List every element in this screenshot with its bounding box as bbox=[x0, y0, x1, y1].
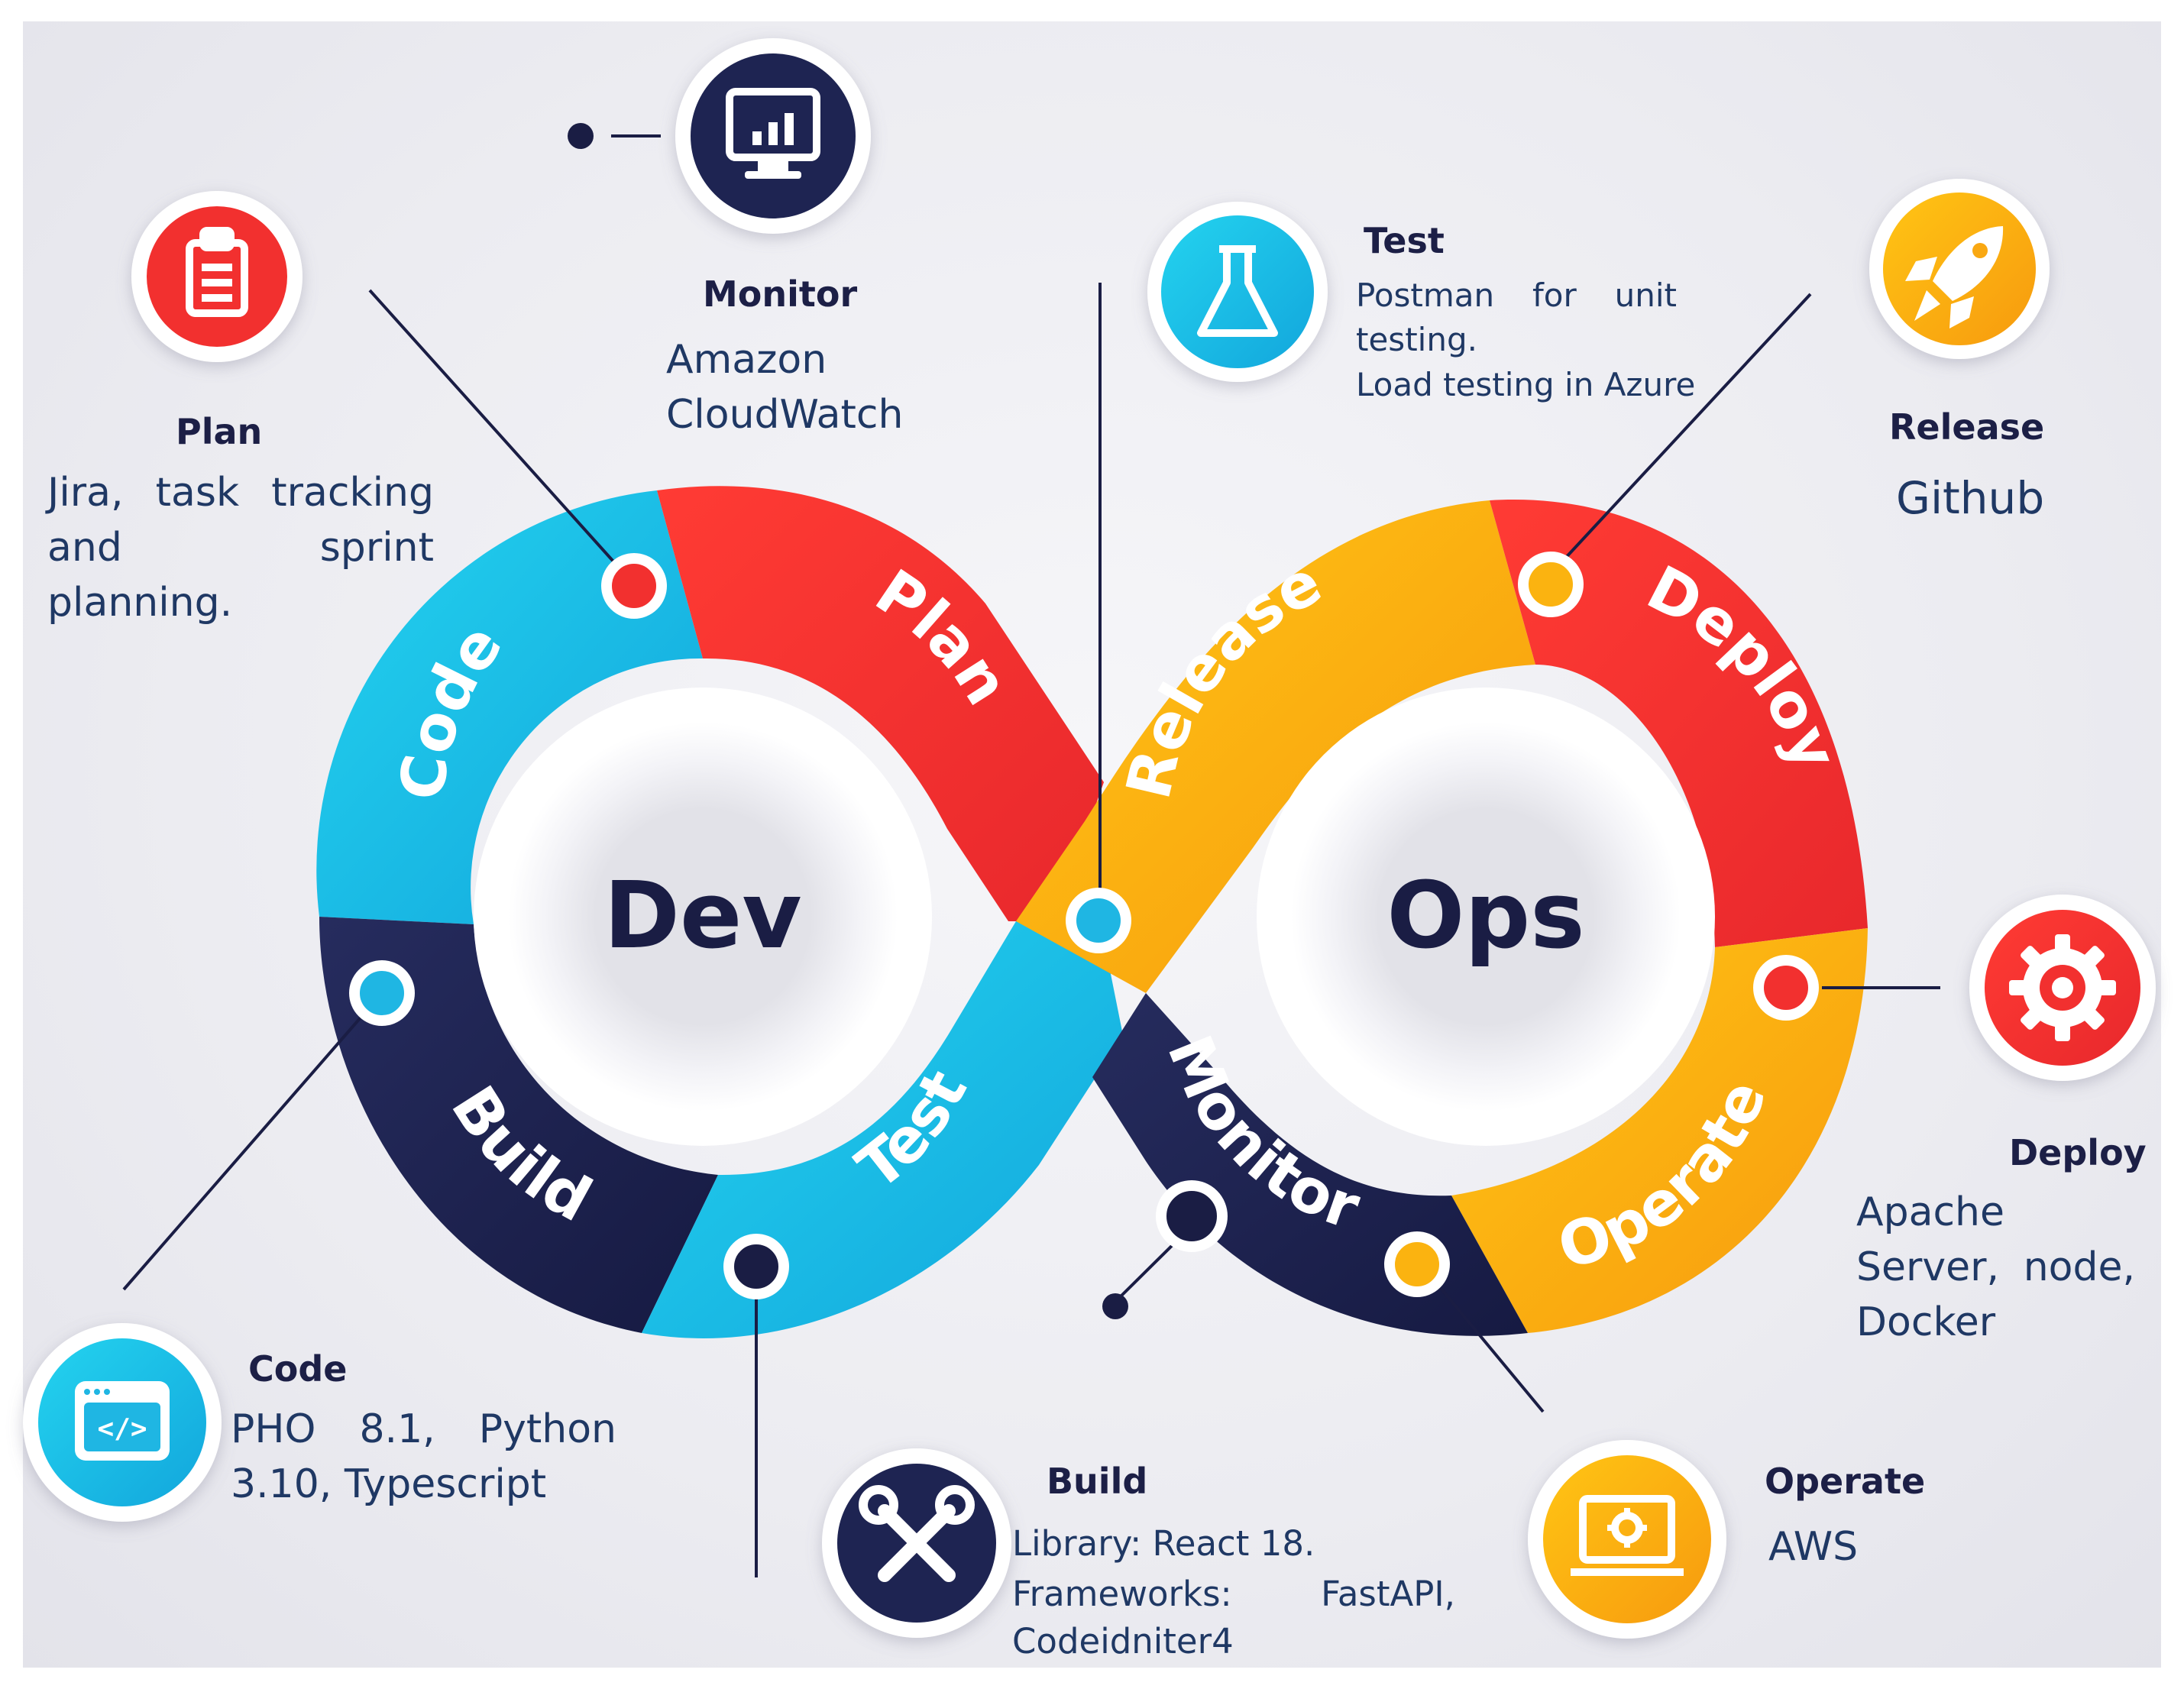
code-window-icon: </> bbox=[75, 1381, 170, 1461]
operate-heading: Operate bbox=[1765, 1461, 1926, 1502]
svg-text:</>: </> bbox=[97, 1413, 147, 1445]
test-description-line2: Load testing in Azure bbox=[1356, 366, 1696, 403]
test-segment bbox=[642, 921, 1123, 1338]
release-icon-badge bbox=[1869, 179, 2050, 359]
release-heading: Release bbox=[1889, 406, 2045, 448]
code-description: PHO 8.1, Python 3.10, Typescript bbox=[231, 1406, 616, 1507]
build-description-line1: Library: React 18. bbox=[1012, 1523, 1315, 1564]
plan-icon-badge bbox=[131, 191, 303, 362]
plan-heading: Plan bbox=[176, 411, 263, 452]
monitor-icon-badge bbox=[675, 38, 871, 234]
deploy-description: Apache Server, node, Docker bbox=[1856, 1189, 2135, 1345]
laptop-gear-icon bbox=[1571, 1495, 1684, 1576]
build-icon-badge bbox=[822, 1448, 1011, 1638]
code-heading: Code bbox=[248, 1348, 348, 1390]
monitor-heading: Monitor bbox=[703, 273, 858, 315]
plan-segment bbox=[657, 486, 1104, 921]
release-segment bbox=[1016, 500, 1535, 993]
wrench-screwdriver-icon bbox=[859, 1485, 975, 1582]
release-description: Github bbox=[1896, 472, 2045, 524]
deploy-segment bbox=[1490, 500, 1868, 947]
code-icon-badge: </> bbox=[23, 1323, 222, 1522]
dev-label: Dev bbox=[603, 863, 801, 969]
monitor-description: Amazon CloudWatch bbox=[666, 337, 904, 438]
plan-description: Jira, task tracking and sprint planning. bbox=[47, 470, 434, 626]
deploy-heading: Deploy bbox=[2009, 1132, 2147, 1173]
gear-icon bbox=[2009, 934, 2116, 1041]
dev-loop bbox=[316, 486, 1123, 1338]
flask-icon bbox=[1197, 245, 1278, 337]
ops-label: Ops bbox=[1386, 863, 1584, 969]
deploy-icon-badge bbox=[1969, 895, 2156, 1081]
test-icon-badge bbox=[1147, 202, 1328, 382]
build-description-line2: Frameworks: FastAPI, Codeidniter4 bbox=[1012, 1574, 1455, 1662]
operate-segment bbox=[1451, 928, 1868, 1333]
monitor-dot-lower bbox=[1102, 1293, 1128, 1319]
clipboard-icon bbox=[186, 227, 248, 317]
monitor-dot bbox=[568, 123, 594, 149]
operate-icon-badge bbox=[1528, 1440, 1726, 1639]
test-description-line1: Postman for unit testing. bbox=[1356, 277, 1677, 358]
rocket-icon bbox=[1905, 226, 2004, 328]
ring-nodes bbox=[349, 552, 1819, 1299]
monitor-chart-icon bbox=[726, 88, 820, 179]
connector-lines bbox=[122, 134, 1940, 1577]
operate-description: AWS bbox=[1768, 1524, 1859, 1570]
test-heading: Test bbox=[1364, 220, 1445, 261]
build-segment bbox=[319, 917, 718, 1333]
build-heading: Build bbox=[1047, 1461, 1148, 1502]
